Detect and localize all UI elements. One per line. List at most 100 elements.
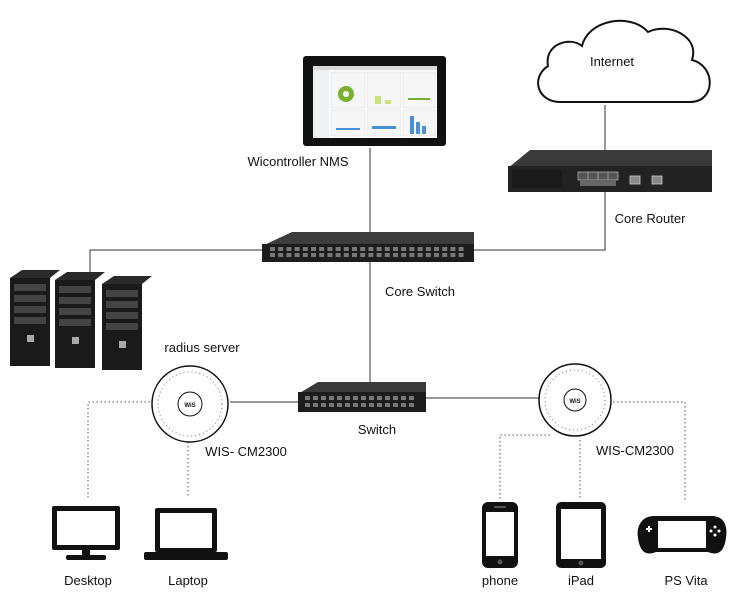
core-router-label: Core Router: [615, 211, 686, 226]
switch-label: Switch: [358, 422, 396, 437]
switch-front: [298, 392, 426, 412]
port-icon: [401, 396, 406, 400]
port-icon: [393, 396, 398, 400]
port-icon: [409, 403, 414, 407]
port-icon: [321, 396, 326, 400]
port-icon: [327, 253, 333, 257]
ipad-device: iPad: [556, 502, 606, 588]
port-icon: [425, 247, 431, 251]
port-icon: [361, 403, 366, 407]
router-port-icon: [629, 175, 641, 185]
dashboard-thumbnail: [313, 66, 437, 138]
port-icon: [319, 247, 325, 251]
port-icon: [401, 253, 407, 257]
access-switch: Switch: [298, 382, 426, 437]
port-icon: [401, 403, 406, 407]
port-icon: [417, 253, 423, 257]
port-icon: [337, 403, 342, 407]
port-icon: [319, 253, 325, 257]
cloud-icon: [537, 19, 711, 103]
port-icon: [321, 403, 326, 407]
port-icon: [352, 247, 357, 251]
connection-lines: [89, 105, 606, 403]
port-icon: [311, 247, 316, 251]
link-router-coreswitch: [470, 190, 606, 251]
port-icon: [409, 396, 414, 400]
port-icon: [345, 396, 350, 400]
port-icon: [352, 253, 357, 257]
port-icon: [425, 253, 431, 257]
port-icon: [278, 247, 284, 251]
link-apright-psvita: [605, 401, 686, 500]
laptop-device: Laptop: [144, 508, 228, 588]
router-port-icon: [651, 175, 663, 185]
port-icon: [353, 403, 358, 407]
port-icon: [353, 396, 358, 400]
port-icon: [305, 403, 310, 407]
ipad-label: iPad: [568, 573, 594, 588]
access-point-right: WiS WIS-CM2300: [538, 363, 674, 458]
link-apright-phone: [499, 434, 550, 500]
port-icon: [450, 247, 456, 251]
access-point-left: WiS WIS- CM2300: [151, 365, 287, 459]
core-router: Core Router: [508, 150, 712, 226]
switch-ports: [305, 396, 414, 407]
ps-vita-device: PS Vita: [637, 516, 727, 588]
port-icon: [270, 253, 275, 257]
port-icon: [343, 253, 349, 257]
port-icon: [311, 253, 316, 257]
port-icon: [434, 247, 439, 251]
ap-left-label: WIS- CM2300: [205, 444, 287, 459]
server-tower-icon: [102, 276, 152, 370]
port-icon: [327, 247, 333, 251]
wireless-links: [87, 401, 686, 500]
port-icon: [335, 253, 341, 257]
port-icon: [450, 253, 456, 257]
port-icon: [409, 253, 415, 257]
nms-label: Wicontroller NMS: [247, 154, 348, 169]
port-icon: [368, 247, 374, 251]
port-icon: [377, 396, 382, 400]
port-icon: [360, 247, 366, 251]
port-icon: [376, 253, 382, 257]
port-icon: [458, 247, 464, 251]
phone-label: phone: [482, 573, 518, 588]
port-icon: [302, 247, 308, 251]
link-radius-coreswitch: [89, 249, 262, 272]
port-icon: [369, 396, 374, 400]
port-icon: [294, 253, 300, 257]
port-icon: [442, 247, 448, 251]
port-icon: [360, 253, 366, 257]
port-icon: [385, 403, 390, 407]
port-icon: [401, 247, 407, 251]
port-icon: [393, 403, 398, 407]
port-icon: [377, 403, 382, 407]
port-icon: [384, 253, 390, 257]
port-icon: [302, 253, 308, 257]
port-icon: [384, 247, 390, 251]
port-icon: [286, 247, 292, 251]
router-top: [508, 150, 712, 168]
port-icon: [434, 253, 439, 257]
port-icon: [329, 396, 334, 400]
port-icon: [393, 247, 398, 251]
link-apleft-desktop: [87, 401, 150, 500]
port-icon: [393, 253, 398, 257]
internet-label: Internet: [590, 54, 634, 69]
port-icon: [345, 403, 350, 407]
internet-cloud: Internet: [537, 19, 711, 103]
ap-right-label: WIS-CM2300: [596, 443, 674, 458]
port-icon: [278, 253, 284, 257]
nms-monitor: Wicontroller NMS: [247, 56, 446, 169]
server-tower-icon: [55, 272, 105, 368]
port-icon: [335, 247, 341, 251]
port-icon: [417, 247, 423, 251]
port-icon: [458, 253, 464, 257]
port-icon: [343, 247, 349, 251]
port-icon: [368, 253, 374, 257]
core-switch-ports: [270, 247, 464, 257]
ap-left-logo: WiS: [184, 403, 195, 409]
switch-top: [298, 382, 426, 394]
port-icon: [369, 403, 374, 407]
